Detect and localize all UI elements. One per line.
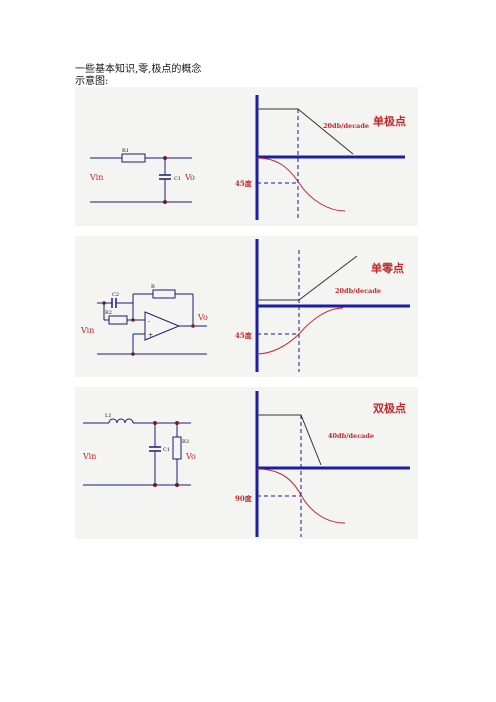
lc-lowpass-circuit: L1 C1 R3 Vin Vo xyxy=(82,413,196,487)
resistor-r1 xyxy=(121,153,146,163)
opamp-symbol xyxy=(144,311,181,341)
double-pole-figure: L1 C1 R3 Vin Vo 双极点 40db/decade 90度 xyxy=(75,387,418,539)
vo-label: Vo xyxy=(197,313,208,322)
vo-label: Vo xyxy=(185,452,196,461)
vo-label: Vo xyxy=(184,173,195,182)
component-label-l1: L1 xyxy=(105,413,112,419)
node-dot xyxy=(191,324,195,328)
double-pole-diagram: L1 C1 R3 Vin Vo 双极点 40db/decade 90度 xyxy=(82,391,410,537)
slope-label: 20db/decade xyxy=(335,287,381,295)
svg-text:-: - xyxy=(148,318,150,325)
component-label-c1: C1 xyxy=(163,447,170,453)
component-label-c2: C2 xyxy=(112,292,119,298)
single-zero-bode-plot: 单零点 20db/decade 45度 xyxy=(235,239,410,372)
vin-label: Vin xyxy=(89,173,103,182)
resistor-r2 xyxy=(108,315,128,325)
vin-label: Vin xyxy=(82,452,96,461)
inductor-l1 xyxy=(108,418,134,424)
intro-line-2: 示意图: xyxy=(75,76,109,87)
vin-label: Vin xyxy=(80,326,94,335)
phase-label: 90度 xyxy=(235,494,253,503)
resistor-r3 xyxy=(172,436,182,460)
component-label-c1: C1 xyxy=(174,176,181,182)
component-label-r3: R3 xyxy=(182,439,189,445)
single-pole-diagram: R1 C1 Vin Vo 单极点 20db/decade 45度 xyxy=(89,95,406,220)
opamp-circuit: - + C2 R R2 Vin Vo xyxy=(80,284,208,356)
intro-line-1: 一些基本知识,零,极点的概念 xyxy=(75,64,202,75)
single-zero-figure: - + C2 R R2 Vin Vo 单零点 20db/decade 45度 xyxy=(75,236,418,377)
magnitude-curve xyxy=(257,108,354,155)
phase-curve xyxy=(256,307,344,355)
double-pole-bode-plot: 双极点 40db/decade 90度 xyxy=(235,391,410,537)
plot-title: 单零点 xyxy=(371,261,404,275)
single-zero-diagram: - + C2 R R2 Vin Vo 单零点 20db/decade 45度 xyxy=(80,239,410,372)
slope-label: 40db/decade xyxy=(328,432,374,440)
plot-title: 双极点 xyxy=(373,401,406,415)
plot-title: 单极点 xyxy=(373,114,406,128)
slope-label: 20db/decade xyxy=(323,122,369,130)
magnitude-curve xyxy=(257,414,322,466)
single-pole-figure: R1 C1 Vin Vo 单极点 20db/decade 45度 xyxy=(75,87,418,226)
phase-curve xyxy=(256,157,346,212)
phase-label: 45度 xyxy=(235,179,253,188)
component-label-r2: R2 xyxy=(105,310,112,316)
component-label-r1: R1 xyxy=(122,148,129,154)
svg-text:+: + xyxy=(148,332,153,339)
phase-label: 45度 xyxy=(235,331,253,340)
single-pole-bode-plot: 单极点 20db/decade 45度 xyxy=(235,95,406,220)
component-label-r: R xyxy=(151,284,155,290)
feedback-resistor xyxy=(152,289,176,299)
rc-lowpass-circuit: R1 C1 Vin Vo xyxy=(89,148,195,204)
